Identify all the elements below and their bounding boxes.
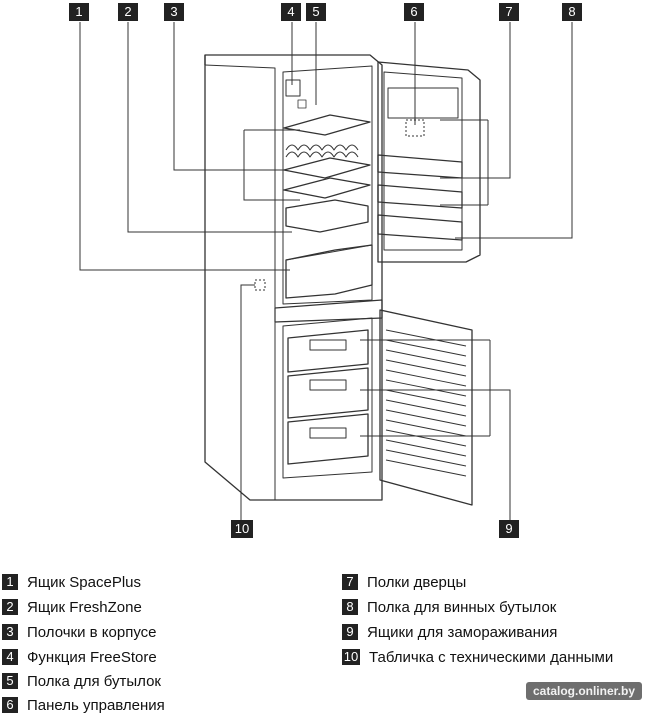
legend-number: 6 xyxy=(2,697,18,713)
legend-number: 5 xyxy=(2,673,18,689)
callout-badge-4: 4 xyxy=(281,3,301,21)
freezer-handle-2 xyxy=(309,379,347,391)
callout-badge-3: 3 xyxy=(164,3,184,21)
legend-number: 9 xyxy=(342,624,358,640)
legend-label: Панель управления xyxy=(27,696,165,714)
freshzone-drawer xyxy=(285,199,369,233)
legend-item-10: 10 Табличка с техническими данными xyxy=(342,647,613,667)
callout-badge-7: 7 xyxy=(499,3,519,21)
rating-plate xyxy=(254,279,266,291)
legend-number: 10 xyxy=(342,649,360,665)
freezer-door xyxy=(379,309,473,506)
legend-item-5: 5 Полка для бутылок xyxy=(2,671,161,691)
legend-item-3: 3 Полочки в корпусе xyxy=(2,622,157,642)
fridge-compartment xyxy=(282,65,373,305)
freezer-door-grille xyxy=(385,329,467,477)
cabinet-left-side xyxy=(204,64,276,500)
glass-shelf-1 xyxy=(283,114,371,136)
callout-badge-8: 8 xyxy=(562,3,582,21)
fridge-door-inner xyxy=(383,71,463,251)
legend-item-6: 6 Панель управления xyxy=(2,695,165,715)
freezer-compartment xyxy=(282,317,373,479)
legend-label: Полка для бутылок xyxy=(27,672,161,690)
door-shelf-2 xyxy=(377,184,463,209)
fridge-door xyxy=(377,61,481,263)
freezer-drawer-3 xyxy=(287,413,369,465)
legend-item-1: 1 Ящик SpacePlus xyxy=(2,572,141,592)
legend-label: Ящики для замораживания xyxy=(367,623,558,641)
legend-number: 3 xyxy=(2,624,18,640)
legend-item-9: 9 Ящики для замораживания xyxy=(342,622,557,642)
cabinet-outline xyxy=(204,54,383,501)
watermark: catalog.onliner.by xyxy=(525,682,642,700)
control-panel xyxy=(387,87,459,119)
legend-number: 8 xyxy=(342,599,358,615)
callout-badge-10: 10 xyxy=(231,520,253,538)
glass-shelf-2 xyxy=(283,157,371,179)
callout-badge-1: 1 xyxy=(69,3,89,21)
glass-shelf-3 xyxy=(283,177,371,199)
legend-number: 7 xyxy=(342,574,358,590)
freestore-vent xyxy=(297,99,307,109)
legend-label: Ящик SpacePlus xyxy=(27,573,141,591)
freestore-unit xyxy=(285,79,301,97)
callout-badge-2: 2 xyxy=(118,3,138,21)
legend-item-8: 8 Полка для винных бутылок xyxy=(342,597,556,617)
legend-number: 2 xyxy=(2,599,18,615)
legend-label: Полочки в корпусе xyxy=(27,623,157,641)
freezer-drawer-2 xyxy=(287,367,369,419)
legend-label: Ящик FreshZone xyxy=(27,598,142,616)
callout-badge-6: 6 xyxy=(404,3,424,21)
legend-label: Полки дверцы xyxy=(367,573,467,591)
wine-rack xyxy=(285,144,359,158)
legend-item-4: 4 Функция FreeStore xyxy=(2,647,157,667)
callout-badge-9: 9 xyxy=(499,520,519,538)
freezer-handle-1 xyxy=(309,339,347,351)
legend-item-7: 7 Полки дверцы xyxy=(342,572,466,592)
leader-lines xyxy=(79,22,573,520)
freezer-drawer-1 xyxy=(287,329,369,373)
door-shelf-3 xyxy=(377,214,463,241)
door-shelf-1 xyxy=(377,154,463,179)
compartment-divider xyxy=(274,299,383,323)
legend-item-2: 2 Ящик FreshZone xyxy=(2,597,142,617)
legend-label: Табличка с техническими данными xyxy=(369,648,614,666)
legend-number: 4 xyxy=(2,649,18,665)
legend-number: 1 xyxy=(2,574,18,590)
legend-label: Функция FreeStore xyxy=(27,648,157,666)
fridge-diagram xyxy=(79,22,573,520)
legend-label: Полка для винных бутылок xyxy=(367,598,557,616)
freezer-handle-3 xyxy=(309,427,347,439)
spaceplus-drawer xyxy=(285,244,373,299)
callout-badge-5: 5 xyxy=(306,3,326,21)
